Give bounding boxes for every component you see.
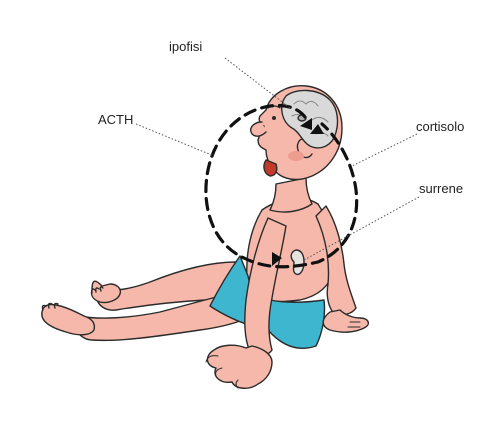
nose bbox=[250, 121, 267, 137]
feedback-cycle bbox=[204, 103, 359, 269]
right-arm bbox=[315, 205, 357, 316]
arrow-cortisol bbox=[310, 124, 324, 134]
cycle-dashed-path bbox=[204, 103, 359, 269]
arrow-acth bbox=[300, 118, 312, 130]
label-cortisol: cortisolo bbox=[416, 119, 464, 134]
arrow-adrenal bbox=[272, 252, 282, 266]
mouth bbox=[263, 159, 278, 177]
leader-cortisol bbox=[351, 133, 418, 167]
label-acth: ACTH bbox=[98, 112, 133, 127]
left-hand bbox=[206, 344, 273, 389]
adrenal-gland bbox=[290, 249, 305, 276]
child-figure bbox=[41, 85, 370, 389]
eye bbox=[272, 116, 276, 120]
leader-adrenal bbox=[303, 196, 420, 261]
neck bbox=[269, 177, 313, 213]
label-pituitary: ipofisi bbox=[169, 39, 202, 54]
label-adrenal: surrene bbox=[419, 181, 463, 196]
left-foot bbox=[41, 304, 96, 336]
leader-lines bbox=[135, 57, 420, 261]
right-foot bbox=[90, 280, 122, 304]
leader-acth bbox=[135, 123, 215, 157]
